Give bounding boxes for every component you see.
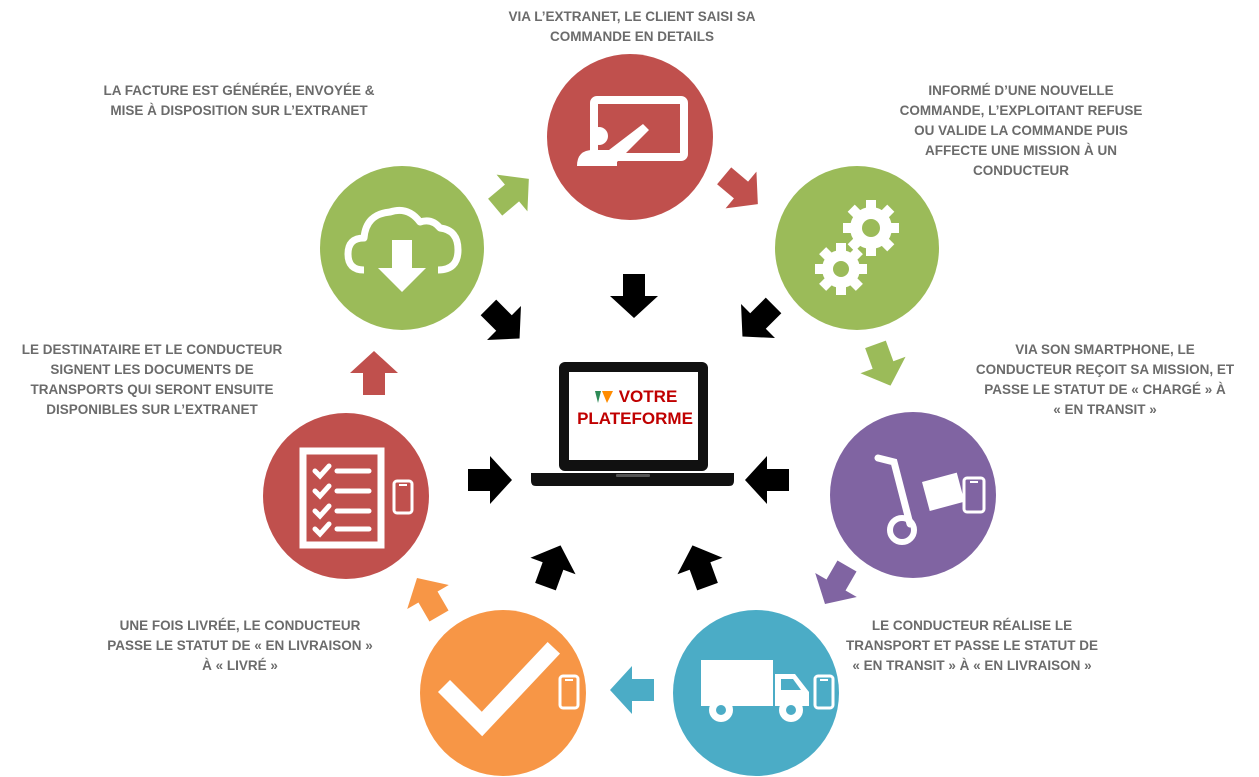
step-loaded-circle: [830, 412, 996, 578]
step-order-caption: VIA L’EXTRANET, LE CLIENT SAISI SA COMMA…: [508, 9, 756, 44]
arrow-order-to-dispatch: [717, 167, 758, 209]
step-dispatch-circle: [775, 166, 939, 330]
step-documents-circle: [263, 413, 429, 579]
step-transport-circle: [673, 610, 839, 776]
presentation-board-icon: [577, 96, 688, 166]
smartphone-icon: [962, 476, 986, 514]
checkmark-icon: [437, 641, 580, 737]
gears-icon: [815, 200, 899, 295]
arrow-bottomright-to-center: [677, 545, 723, 591]
cloud-download-icon: [344, 206, 462, 292]
smartphone-icon: [813, 674, 835, 710]
arrow-top-to-center: [610, 274, 658, 318]
arrow-bottomleft-to-center: [530, 545, 576, 591]
arrow-right-to-center: [745, 456, 789, 504]
step-transport-caption: LE CONDUCTEUR RÉALISE LE TRANSPORT ET PA…: [845, 618, 1098, 673]
checklist-icon: [299, 447, 414, 549]
arrow-invoice-to-order: [488, 174, 529, 216]
arrow-dispatch-to-loaded: [860, 340, 906, 386]
step-delivered-caption: UNE FOIS LIVRÉE, LE CONDUCTEUR PASSE LE …: [107, 618, 373, 673]
arrow-topright-to-center: [741, 297, 782, 338]
smartphone-icon: [392, 479, 414, 515]
platform-label-line1: VOTRE: [618, 387, 678, 406]
arrow-transport-to-delivered: [610, 666, 654, 714]
arrow-left-to-center: [468, 456, 512, 504]
smartphone-icon: [558, 674, 580, 710]
brand-logo-icon: [594, 391, 613, 403]
step-loaded-caption: VIA SON SMARTPHONE, LE CONDUCTEUR REÇOIT…: [975, 342, 1235, 417]
platform-label: VOTRE PLATEFORME: [576, 386, 694, 430]
laptop-icon: [531, 362, 734, 486]
truck-icon: [701, 660, 835, 722]
arrow-delivered-to-documents: [407, 577, 449, 622]
step-dispatch-caption: INFORMÉ D’UNE NOUVELLE COMMANDE, L’EXPLO…: [899, 83, 1143, 178]
step-delivered-circle: [420, 610, 586, 776]
hand-truck-icon: [874, 454, 986, 545]
flow-arrows: [350, 167, 906, 714]
arrow-topleft-to-center: [480, 299, 521, 340]
step-invoice-circle: [320, 166, 484, 330]
arrow-documents-to-invoice: [350, 351, 398, 395]
platform-arrows: [468, 274, 789, 591]
step-order-circle: [547, 54, 713, 220]
arrow-loaded-to-transport: [815, 560, 857, 605]
platform-label-line2: PLATEFORME: [577, 409, 693, 428]
step-documents-caption: LE DESTINATAIRE ET LE CONDUCTEUR SIGNENT…: [21, 342, 283, 417]
step-invoice-caption: LA FACTURE EST GÉNÉRÉE, ENVOYÉE & MISE À…: [103, 83, 375, 118]
